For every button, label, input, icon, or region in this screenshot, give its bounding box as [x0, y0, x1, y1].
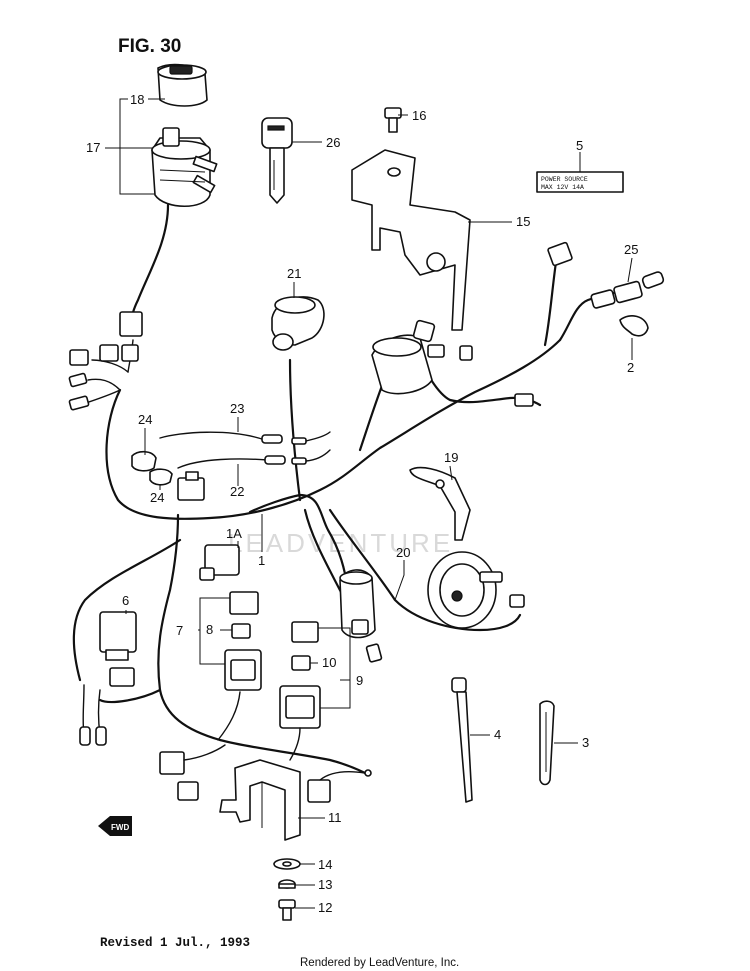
callout-3: 3 — [582, 735, 589, 750]
callout-11: 11 — [328, 810, 342, 825]
callout-10: 10 — [322, 655, 336, 670]
fuse-box-7 — [217, 591, 262, 741]
bracket-11 — [219, 759, 301, 841]
connector-lower-left — [159, 744, 226, 801]
ignition-switch-cover — [157, 63, 208, 107]
leader-lines — [105, 98, 633, 909]
ignition-switch — [130, 127, 218, 332]
horn-bracket — [409, 466, 471, 541]
lead-wire-22 — [177, 449, 331, 469]
callout-17: 17 — [86, 140, 100, 155]
horn — [427, 551, 525, 629]
callout-9: 9 — [356, 673, 363, 688]
callout-8: 8 — [206, 622, 213, 637]
power-source-label-line2: MAX 12V 14A — [541, 184, 584, 191]
connector-cluster-left — [68, 311, 143, 411]
callout-2: 2 — [627, 360, 634, 375]
callout-numbers: 18 17 26 16 5 15 25 2 21 23 24 24 22 19 … — [86, 92, 638, 915]
callout-16: 16 — [412, 108, 426, 123]
clamp-band-3 — [539, 700, 555, 786]
callout-1a: 1A — [226, 526, 242, 541]
main-wiring-harness — [72, 260, 622, 775]
callout-12: 12 — [318, 900, 332, 915]
callout-13: 13 — [318, 877, 332, 892]
bolt-12 — [278, 899, 296, 921]
bolt-16 — [384, 107, 402, 133]
ignition-key — [261, 117, 293, 204]
lead-wire-23 — [159, 431, 331, 445]
callout-23: 23 — [230, 401, 244, 416]
connector-lower-right — [307, 769, 372, 803]
nut-13 — [278, 879, 296, 889]
handlebar-switch — [271, 296, 325, 351]
callout-20: 20 — [396, 545, 410, 560]
power-source-label: POWER SOURCE MAX 12V 14A — [536, 171, 624, 193]
callout-6: 6 — [122, 593, 129, 608]
callout-7: 7 — [176, 623, 183, 638]
callout-18: 18 — [130, 92, 144, 107]
rubber-cap-24-lower — [149, 468, 173, 486]
callout-25: 25 — [624, 242, 638, 257]
figure-title: FIG. 30 — [118, 36, 181, 57]
callout-5: 5 — [576, 138, 583, 153]
relay-1a — [199, 544, 240, 581]
clamp-2 — [619, 315, 649, 337]
connector-top-right — [547, 241, 573, 267]
callout-15: 15 — [516, 214, 530, 229]
callout-19: 19 — [444, 450, 458, 465]
accessory-socket — [590, 271, 665, 309]
callout-14: 14 — [318, 857, 332, 872]
washer-14 — [273, 858, 301, 870]
render-credit: Rendered by LeadVenture, Inc. — [300, 957, 459, 969]
callout-24-upper: 24 — [138, 412, 152, 427]
rubber-cap-24-upper — [131, 450, 157, 472]
mounting-bracket — [351, 149, 471, 331]
forward-arrow-icon: FWD — [98, 816, 132, 836]
forward-arrow-label: FWD — [111, 823, 129, 832]
callout-1: 1 — [258, 553, 265, 568]
revision-note: Revised 1 Jul., 1993 — [100, 936, 250, 950]
relay-6 — [79, 611, 137, 746]
cable-tie-4 — [451, 677, 473, 803]
ignition-coil-upper — [371, 319, 534, 407]
callout-24-lower: 24 — [150, 490, 164, 505]
fuse-box-9 — [279, 621, 321, 761]
callout-22: 22 — [230, 484, 244, 499]
callout-4: 4 — [494, 727, 501, 742]
ignition-coil-lower — [339, 569, 383, 663]
callout-26: 26 — [326, 135, 340, 150]
connector-center — [177, 471, 205, 501]
power-source-label-line1: POWER SOURCE — [541, 176, 588, 183]
callout-21: 21 — [287, 266, 301, 281]
